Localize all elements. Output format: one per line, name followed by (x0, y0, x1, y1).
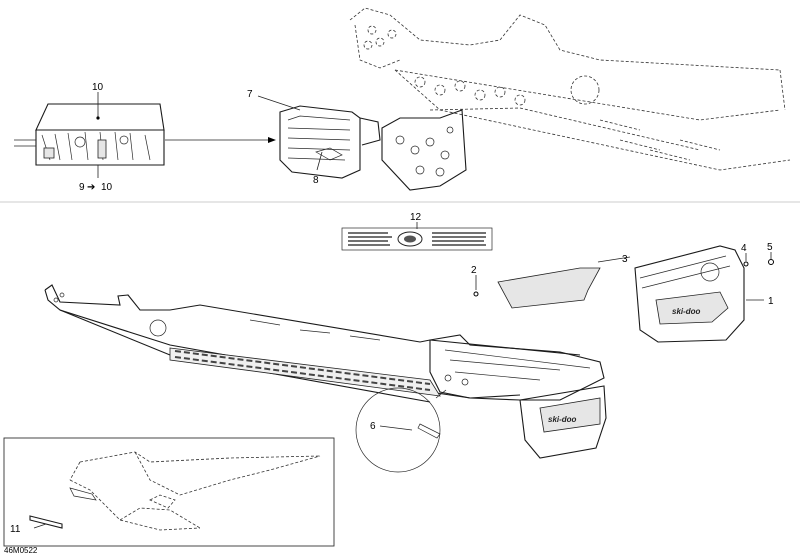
snow-flap: ski-doo (634, 245, 745, 343)
tunnel-main (44, 284, 581, 403)
callout-5: 5 (767, 242, 773, 253)
callout-9-arrow: ➔ (87, 182, 95, 193)
callout-3: 3 (622, 254, 628, 265)
toolkit-box (14, 103, 165, 166)
callout-9: 9 (79, 182, 85, 193)
callout-9-to-10: 10 (101, 182, 113, 193)
callout-2: 2 (471, 265, 477, 276)
rear-snow-flap-installed: ski-doo (519, 385, 607, 459)
callout-10: 10 (92, 82, 104, 93)
callout-4: 4 (741, 243, 747, 254)
inset-clip-part (29, 515, 63, 529)
heat-shield-plate (497, 267, 601, 309)
callout-11: 11 (10, 524, 21, 535)
callout-1: 1 (768, 296, 774, 307)
callout-8: 8 (313, 175, 319, 186)
inset-frame (3, 437, 335, 547)
svg-text:ski-doo: ski-doo (548, 415, 577, 424)
decal-label (341, 227, 493, 251)
inset-belly-pan (69, 451, 321, 531)
air-intake-assembly (279, 105, 467, 191)
detail-magnifier (355, 387, 447, 473)
rivet (473, 291, 479, 297)
rear-bumper (429, 334, 605, 401)
svg-text:ski-doo: ski-doo (672, 307, 701, 316)
callout-7: 7 (247, 89, 253, 100)
tunnel-chassis-top (349, 7, 791, 171)
nut (768, 259, 774, 265)
diagram-part-number: 46M0522 (4, 546, 38, 555)
callout-6: 6 (370, 421, 376, 432)
screw (743, 261, 749, 267)
callout-12: 12 (410, 212, 422, 223)
